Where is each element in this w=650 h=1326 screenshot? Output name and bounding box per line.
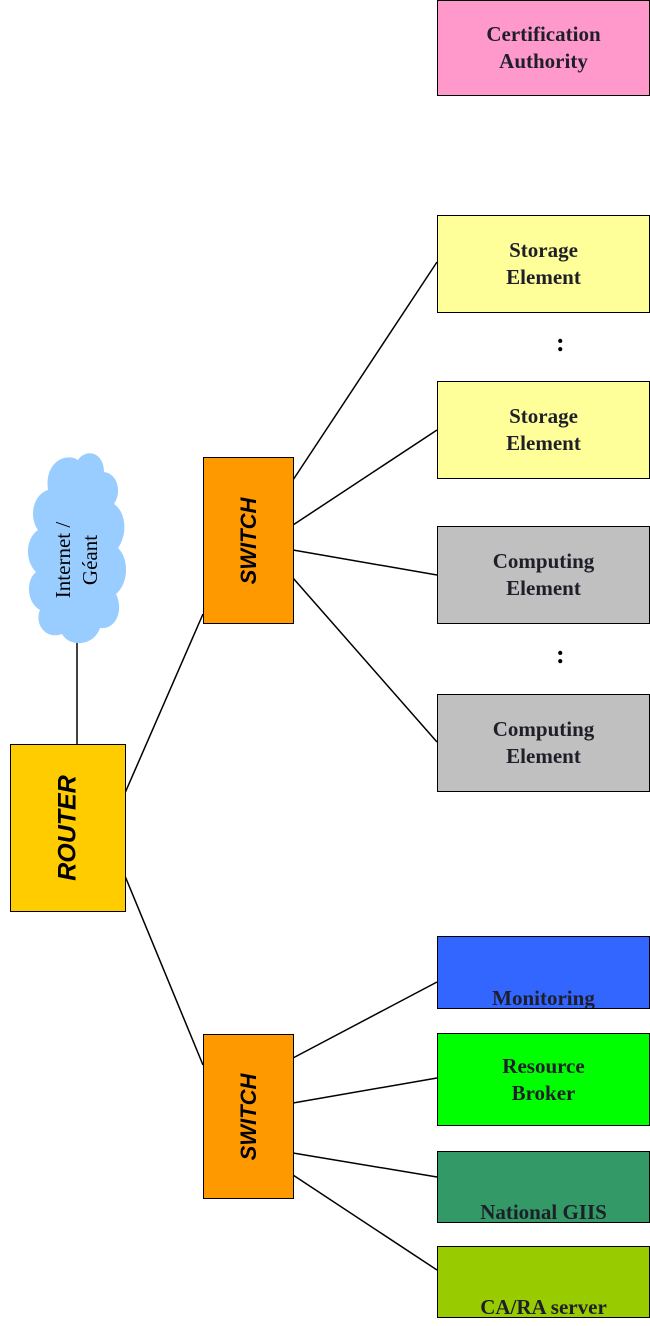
computing-element-label: Computing Element [492,549,595,600]
monitoring-label: Monitoring [492,986,595,1009]
link-switch-monitoring [292,981,438,1059]
monitoring-node: Monitoring [437,936,650,1009]
storage-ellipsis: : [556,328,565,357]
switch-top-label: SWITCH [235,497,261,584]
cloud-label-line1: Internet / [51,521,75,599]
link-switch-resource-broker [292,1077,438,1104]
resource-broker-node: Resource Broker [437,1033,650,1126]
storage-element-node: Storage Element [437,215,650,313]
certification-authority-label: Certification Authority [486,22,601,73]
national-giis-label: National GIIS [480,1200,607,1223]
link-switch-computing-2 [292,577,438,743]
storage-element-label: Storage Element [506,404,581,455]
computing-element-node: Computing Element [437,526,650,624]
ca-ra-server-node: CA/RA server [437,1246,650,1318]
link-switch-computing-1 [292,549,438,576]
link-switch-ca-ra [292,1174,438,1271]
router-node: ROUTER [10,744,126,912]
storage-element-label: Storage Element [506,238,581,289]
computing-ellipsis: : [556,640,565,669]
ca-ra-server-label: CA/RA server [480,1295,607,1318]
computing-element-node: Computing Element [437,694,650,792]
national-giis-node: National GIIS [437,1151,650,1223]
switch-top-node: SWITCH [203,457,294,624]
link-switch-storage-1 [292,261,438,481]
resource-broker-label: Resource Broker [502,1053,585,1105]
link-switch-storage-2 [292,429,438,526]
link-router-switch-top [124,613,204,794]
link-switch-national-giis [292,1152,438,1178]
cloud-shape [27,453,127,644]
certification-authority-node: Certification Authority [437,0,650,96]
cloud-label-line2: Géant [78,534,102,586]
switch-bottom-label: SWITCH [235,1073,261,1160]
router-label: ROUTER [53,775,82,881]
storage-element-node: Storage Element [437,381,650,479]
link-router-switch-bottom [124,875,204,1066]
computing-element-label: Computing Element [492,717,595,768]
cloud-label: Internet / Géant [50,522,104,598]
switch-bottom-node: SWITCH [203,1034,294,1199]
